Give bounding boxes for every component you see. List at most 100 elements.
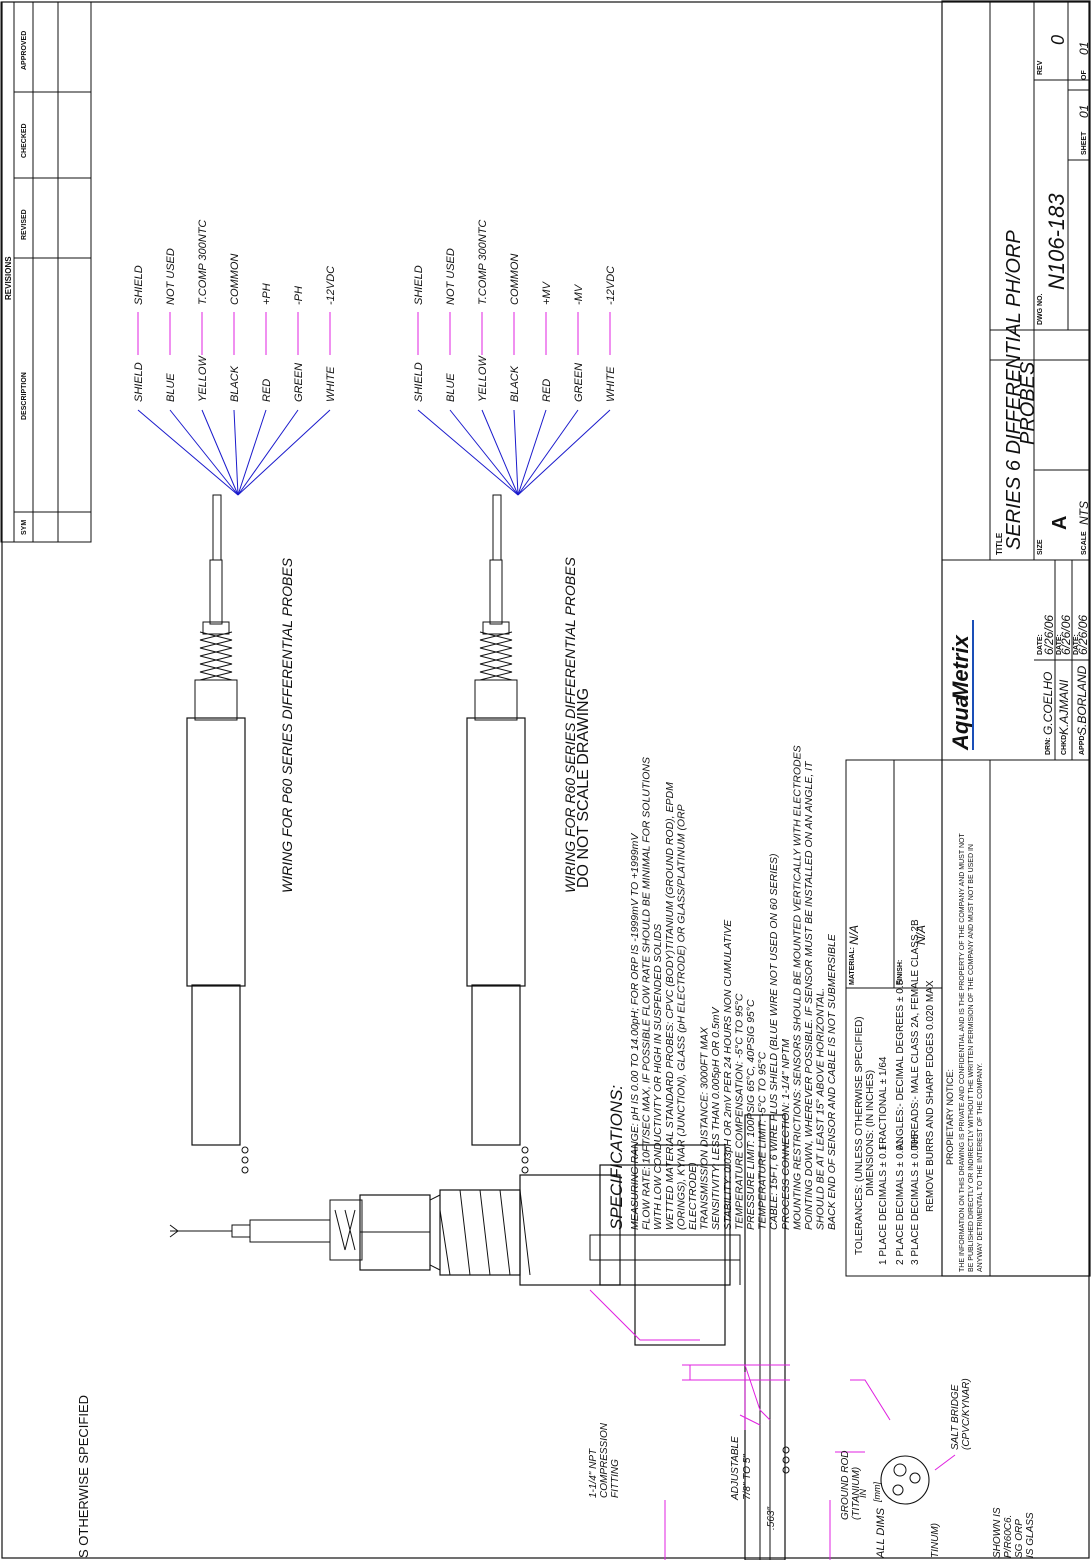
titanium-label: TINUM) [930, 1523, 941, 1558]
general-note: S OTHERWISE SPECIFIED [76, 1395, 91, 1558]
r60-wire-color-label: YELLOW [477, 355, 489, 402]
shown-note-2: P/R60C6. [1003, 1515, 1014, 1558]
size-value: A [1049, 516, 1071, 530]
r60-wire-function-label: NOT USED [445, 248, 457, 305]
chkd-label: CHKD: [1061, 732, 1068, 755]
revisions-title: REVISIONS [4, 256, 13, 300]
r60-wire-color-label: GREEN [573, 363, 585, 402]
p60-wire-function-label: -12VDC [325, 266, 337, 305]
sheet-label: SHEET [1081, 131, 1088, 155]
drn-label: DRN: [1045, 738, 1052, 756]
p60-wire-function-label: COMMON [229, 254, 241, 305]
spec-line: WITH LOW CONDUCTIVITY OR HIGH IN SUSPEND… [652, 924, 664, 1230]
date-value-1: 6/26/06 [1042, 615, 1056, 655]
p60-wire-color-label: GREEN [293, 363, 305, 402]
r60-wire-function-label: SHIELD [413, 265, 425, 305]
title-content: Aqua Metrix TITLE SERIES 6 DIFFERENTIAL … [948, 35, 1091, 755]
tolerances: TOLERANCES: (UNLESS OTHERWISE SPECIFIED)… [847, 919, 936, 1265]
spec-line: MOUNTING RESTRICTIONS: SENSORS SHOULD BE… [791, 745, 803, 1230]
p60-wire-line [201, 409, 239, 496]
spec-line: (ORINGS), KYNAR (JUNCTION), GLASS (pH EL… [675, 804, 687, 1230]
spec-line: FLOW RATE: 10FT/SEC MAX, IF POSSIBLE FLO… [641, 757, 653, 1230]
rev-col-sym: SYM [21, 520, 28, 535]
r60-wire-line [481, 409, 519, 496]
aquametrix-logo: Aqua Metrix [948, 620, 974, 751]
drn-value: G.COELHO [1041, 672, 1055, 735]
dimension-labels: 1-1/4" NPT COMPRESSION FITTING ADJUSTABL… [588, 1378, 1036, 1559]
r60-wire-function-label: T.COMP 300NTC [477, 220, 489, 305]
tol-place2: 2 PLACE DECIMALS ± 0.01 [895, 1139, 906, 1265]
spec-line: MEASURING RANGE: pH IS 0.00 TO 14.00pH; … [629, 833, 641, 1230]
r60-wire-line [517, 409, 579, 496]
p60-wire-line [237, 409, 267, 496]
r60-wire-color-label: WHITE [605, 366, 617, 402]
spec-line: TEMPERATURE COMPENSATION: -5°C TO 95°C [733, 993, 745, 1230]
p60-wire-color-label: BLUE [165, 373, 177, 402]
spec-line: TEMPERATURE LIMIT: -5°C TO 95°C [757, 1051, 769, 1230]
spec-line: CABLE: 15FT, 6 WIRE PLUS SHIELD (BLUE WI… [768, 853, 780, 1230]
shown-note-3: SG ORP [1014, 1519, 1025, 1558]
r60-wire-function-label: -MV [573, 283, 585, 305]
diameter-label: .563" [766, 1507, 777, 1530]
r60-wire-line [449, 409, 519, 496]
spec-line: TRANSMISSION DISTANCE: 3000FT MAX [699, 1026, 711, 1230]
spec-line: PROCESS CONNECTION: 1-1/4" NPTM [780, 1039, 792, 1230]
spec-line: STABILITY: 0.03pH OR 2mV PER 24 HOURS NO… [722, 919, 734, 1230]
appd-value: S.BORLAND [1075, 665, 1089, 735]
r60-wire-color-label: BLUE [445, 373, 457, 402]
spec-line: POINTING DOWN, WHEREVER POSSIBLE. IF SEN… [803, 760, 815, 1230]
p60-wire-line [137, 409, 239, 496]
dwg-number: N106-183 [1044, 193, 1069, 290]
p60-wire-color-label: YELLOW [197, 355, 209, 402]
rev-value: 0 [1048, 35, 1068, 45]
tol-dimensions: DIMENSIONS: (IN INCHES) [865, 1070, 876, 1196]
rev-col-checked: CHECKED [21, 123, 28, 158]
probe-drawing-p60 [186, 494, 249, 1174]
finish-value: N/A [914, 925, 928, 945]
tol-place1: 1 PLACE DECIMALS ± 0.1 [878, 1145, 889, 1265]
notice-line-2: BE PUBLISHED DIRECTLY OR INDIRECTLY WITH… [968, 844, 975, 1272]
all-dims-label: ALL DIMS [875, 1507, 887, 1559]
p60-wire-function-label: NOT USED [165, 248, 177, 305]
scale-value: NTS [1077, 501, 1091, 525]
notice-title: PROPIETARY NOTICE: [945, 1069, 955, 1165]
of-value: 01 [1077, 42, 1091, 55]
rev-col-revised: REVISED [21, 209, 28, 240]
spec-line: BACK END OF SENSOR AND CABLE IS NOT SUBM… [826, 933, 838, 1230]
r60-wire-line [417, 409, 519, 496]
scale-label: SCALE [1081, 531, 1088, 555]
dimension-view [169, 1114, 956, 1560]
dims-in-label: IN [858, 1488, 868, 1498]
date-label-2: DATE: [1056, 634, 1063, 655]
dwg-label: DWG NO. [1037, 293, 1044, 325]
size-label: SIZE [1037, 539, 1044, 555]
probe-drawing-r60 [466, 494, 529, 1174]
r60-wire-function-label: -12VDC [605, 266, 617, 305]
ground-rod-label-1: GROUND ROD [840, 1451, 851, 1520]
specs-title: SPECIFICATIONS: [607, 1085, 626, 1230]
material-label: MATERIAL: [849, 947, 856, 985]
logo-text-b: Metrix [948, 634, 973, 700]
drawing-title-2: PROBES [1017, 361, 1039, 445]
p60-wire-color-label: RED [261, 379, 273, 402]
adjustable-label-2: 7/8" TO 5" [742, 1454, 753, 1500]
p60-wire-color-label: BLACK [229, 365, 241, 402]
r60-wire-line [513, 409, 519, 496]
drawing-title-1: SERIES 6 DIFFERENTIAL PH/ORP [1003, 230, 1025, 550]
material-value: N/A [847, 925, 861, 945]
salt-bridge-label-1: SALT BRIDGE [950, 1384, 961, 1450]
npt-label-2: COMPRESSION [599, 1422, 610, 1498]
appd-label: APPD: [1079, 733, 1086, 755]
r60-wire-function-label: +MV [541, 280, 553, 305]
date-label-1: DATE: [1037, 634, 1044, 655]
tol-fractional: FRACTIONAL ± 1/64 [878, 1056, 889, 1150]
rev-col-description: DESCRIPTION [21, 372, 28, 420]
revision-table: REVISIONS APPROVED CHECKED REVISED DESCR… [0, 1, 92, 543]
p60-wire-color-label: WHITE [325, 366, 337, 402]
p60-wire-function-label: T.COMP 300NTC [197, 220, 209, 305]
rev-label: REV [1037, 60, 1044, 75]
title-label: TITLE [995, 532, 1004, 555]
